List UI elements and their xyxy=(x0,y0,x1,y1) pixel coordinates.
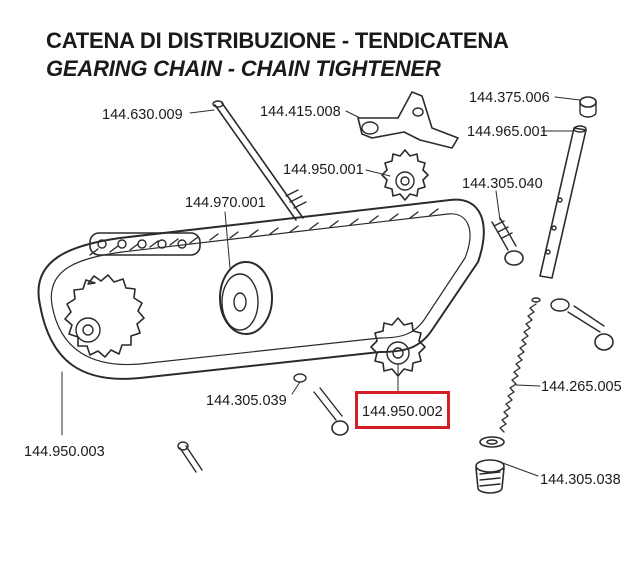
label-upper-sprocket: 144.950.001 xyxy=(283,162,364,178)
label-bracket: 144.415.008 xyxy=(260,104,341,120)
large-sprocket xyxy=(64,274,145,358)
label-screw-lower: 144.305.039 xyxy=(206,393,287,409)
label-plug: 144.305.038 xyxy=(540,472,621,488)
shaft xyxy=(212,100,307,221)
tensioner-tube xyxy=(539,125,587,279)
tensioner-bracket xyxy=(357,91,459,149)
label-shaft: 144.630.009 xyxy=(102,107,183,123)
screw-upper xyxy=(491,217,524,266)
label-cap-nut: 144.375.006 xyxy=(469,90,550,106)
highlight-box xyxy=(355,391,450,429)
label-tensioner-spring: 144.265.005 xyxy=(541,379,622,395)
small-bolt xyxy=(177,441,203,473)
title-english: GEARING CHAIN - CHAIN TIGHTENER xyxy=(46,56,441,81)
title-italian: CATENA DI DISTRIBUZIONE - TENDICATENA xyxy=(46,28,509,53)
cap-nut xyxy=(579,96,597,118)
tensioner-spring xyxy=(499,297,541,433)
label-tensioner-tube: 144.965.001 xyxy=(467,124,548,140)
label-screw-upper: 144.305.040 xyxy=(462,176,543,192)
chain-connecting-link xyxy=(89,232,201,256)
plug-and-washer xyxy=(475,436,505,494)
label-guide-wheel: 144.970.001 xyxy=(185,195,266,211)
timing-chain xyxy=(37,198,485,380)
label-large-sprocket: 144.950.003 xyxy=(24,444,105,460)
screw-lower xyxy=(293,373,349,436)
label-tensioner-sprocket: 144.950.002 xyxy=(362,404,443,420)
upper-sprocket xyxy=(381,149,429,201)
guide-wheel xyxy=(219,261,273,335)
side-bolt xyxy=(550,298,614,351)
